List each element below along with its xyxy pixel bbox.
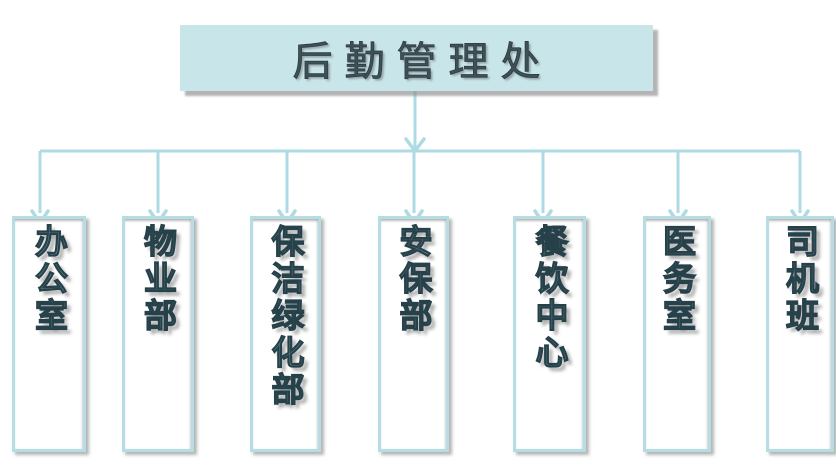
dept-label-drivers: 司机班 xyxy=(780,223,820,335)
root-node-label: 后勤管理处 xyxy=(292,39,553,86)
drop-medical xyxy=(668,151,688,225)
drop-cleaning-greening xyxy=(277,151,297,225)
dept-label-medical: 医务室 xyxy=(657,223,697,335)
drop-catering xyxy=(533,151,553,225)
dept-node-office: 办公室 xyxy=(12,216,86,452)
dept-node-drivers: 司机班 xyxy=(766,216,834,452)
dept-label-property: 物业部 xyxy=(138,223,178,335)
drop-drivers xyxy=(790,151,810,225)
dept-node-catering: 餐饮中心 xyxy=(513,216,586,452)
dept-label-security: 安保部 xyxy=(393,223,433,335)
drop-property xyxy=(148,151,168,225)
dept-label-cleaning-greening: 保洁绿化部 xyxy=(265,223,305,409)
dept-node-property: 物业部 xyxy=(122,216,194,452)
dept-node-medical: 医务室 xyxy=(643,216,711,452)
dept-label-catering: 餐饮中心 xyxy=(529,223,569,372)
dept-label-office: 办公室 xyxy=(29,223,69,335)
dept-node-cleaning-greening: 保洁绿化部 xyxy=(250,216,321,452)
root-node: 后勤管理处 xyxy=(180,25,653,91)
drop-security xyxy=(404,151,424,225)
drop-office xyxy=(30,151,50,225)
dept-node-security: 安保部 xyxy=(378,216,449,452)
